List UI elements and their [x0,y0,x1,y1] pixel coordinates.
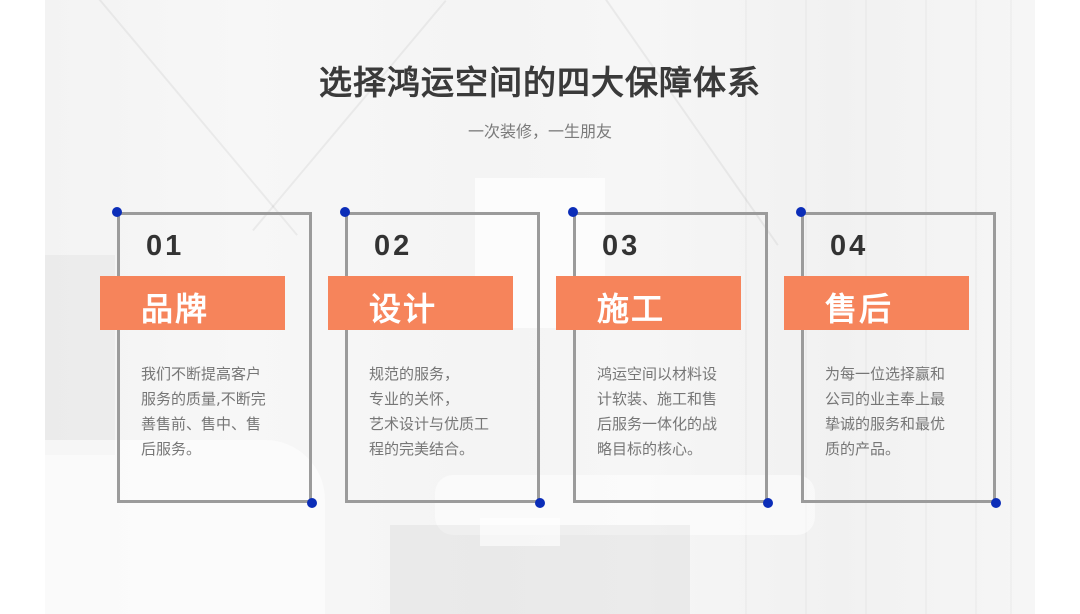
bg-chandelier-line [252,0,447,232]
card-frame [573,212,768,503]
card-frame [801,212,996,503]
card-number: 04 [830,230,869,262]
description-line: 计软装、施工和售 [597,390,718,408]
description-line: 挚诚的服务和最优 [825,415,946,433]
bg-tray [480,518,560,546]
description-line: 程的完美结合。 [369,440,475,458]
guarantee-card-construction: 03 施工 鸿运空间以材料设 计软装、施工和售 后服务一体化的战 略目标的核心。 [556,207,803,512]
description-line: 为每一位选择赢和 [825,365,946,383]
corner-dot-icon [763,498,773,508]
description-line: 略目标的核心。 [597,440,703,458]
guarantee-card-after-sales: 04 售后 为每一位选择赢和 公司的业主奉上最 挚诚的服务和最优 质的产品。 [784,207,1031,512]
bg-sofa-left [45,440,325,614]
description-line: 后服务一体化的战 [597,415,718,433]
corner-dot-icon [796,207,806,217]
description-line: 服务的质量,不断完 [141,390,266,408]
card-label-bar: 售后 [784,276,969,330]
card-label-bar: 施工 [556,276,741,330]
corner-dot-icon [340,207,350,217]
card-label: 施工 [597,290,666,328]
guarantee-card-design: 02 设计 规范的服务， 专业的关怀， 艺术设计与优质工 程的完美结合。 [328,207,575,512]
card-number: 01 [146,230,185,262]
card-label: 售后 [825,290,894,328]
card-description: 规范的服务， 专业的关怀， 艺术设计与优质工 程的完美结合。 [369,362,524,462]
card-number: 03 [602,230,641,262]
page-subtitle: 一次装修，一生朋友 [467,122,612,141]
description-line: 规范的服务， [369,365,460,383]
card-label-bar: 品牌 [100,276,285,330]
description-line: 质的产品。 [825,440,901,458]
description-line: 公司的业主奉上最 [825,390,946,408]
card-frame [345,212,540,503]
description-line: 专业的关怀， [369,390,460,408]
description-line: 鸿运空间以材料设 [597,365,718,383]
card-description: 为每一位选择赢和 公司的业主奉上最 挚诚的服务和最优 质的产品。 [825,362,980,462]
page-title: 选择鸿运空间的四大保障体系 [319,63,761,102]
corner-dot-icon [568,207,578,217]
corner-dot-icon [112,207,122,217]
corner-dot-icon [535,498,545,508]
corner-dot-icon [307,498,317,508]
description-line: 我们不断提高客户 [141,365,262,383]
description-line: 善售前、售中、售 [141,415,262,433]
card-label: 品牌 [141,290,210,328]
description-line: 艺术设计与优质工 [369,415,490,433]
description-line: 后服务。 [141,440,202,458]
corner-dot-icon [991,498,1001,508]
card-frame [117,212,312,503]
card-number: 02 [374,230,413,262]
card-description: 鸿运空间以材料设 计软装、施工和售 后服务一体化的战 略目标的核心。 [597,362,752,462]
card-label-bar: 设计 [328,276,513,330]
guarantee-card-brand: 01 品牌 我们不断提高客户 服务的质量,不断完 善售前、售中、售 后服务。 [100,207,347,512]
card-description: 我们不断提高客户 服务的质量,不断完 善售前、售中、售 后服务。 [141,362,296,462]
card-label: 设计 [369,290,438,328]
